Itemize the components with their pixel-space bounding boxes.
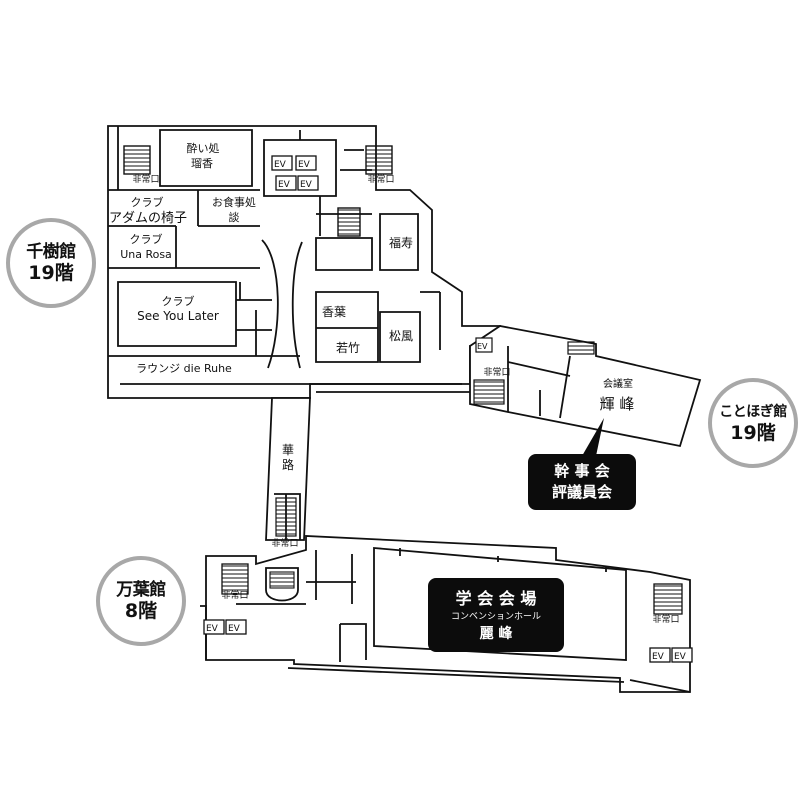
emergency-exit-label: 非常口 xyxy=(271,537,298,549)
emergency-exit-label: 非常口 xyxy=(132,173,159,185)
room-fukuju: 福寿 xyxy=(389,235,413,250)
emergency-exit-label: 非常口 xyxy=(652,613,679,625)
room-club-see-you-later-type: クラブ xyxy=(162,294,195,308)
room-shokujidokoro-type: お食事処 xyxy=(212,195,256,209)
building-badge-senju: 千樹館 19階 xyxy=(6,218,96,308)
room-kaigishitsu-name: 輝 峰 xyxy=(600,395,635,413)
callout-gakkai-name: 麗 峰 xyxy=(479,625,513,642)
emergency-exit-label: 非常口 xyxy=(221,589,248,601)
room-club-una-rosa-name: Una Rosa xyxy=(120,248,172,261)
ev-label: EV xyxy=(652,652,665,662)
building-badge-manyo: 万葉館 8階 xyxy=(96,556,186,646)
ev-label: EV xyxy=(228,624,241,634)
room-club-see-you-later-name: See You Later xyxy=(137,309,219,323)
callout-kanjikai: 幹 事 会 評議員会 xyxy=(528,454,636,510)
emergency-exit-label: 非常口 xyxy=(367,173,394,185)
building-name: 万葉館 xyxy=(116,580,166,600)
room-yoidokoro-name: 瑠香 xyxy=(191,157,213,170)
ev-label: EV xyxy=(674,652,687,662)
building-floor: 19階 xyxy=(28,262,74,284)
emergency-exit-label: 非常口 xyxy=(483,366,510,378)
room-club-adam-name: アダムの椅子 xyxy=(109,211,187,226)
room-club-una-rosa-type: クラブ xyxy=(130,232,163,246)
kotohogi-building-plan xyxy=(469,325,702,448)
callout-pointer xyxy=(582,418,604,456)
ev-label: EV xyxy=(298,160,311,170)
callout-gakkai: 学 会 会 場 コンベンションホール 麗 峰 xyxy=(428,578,564,652)
room-wakatake: 若竹 xyxy=(336,341,360,355)
corridor-hanaji-2: 路 xyxy=(282,457,294,472)
ev-label: EV xyxy=(278,180,291,190)
building-floor: 19階 xyxy=(730,422,776,444)
callout-kanjikai-line1: 幹 事 会 xyxy=(554,462,610,480)
building-name: 千樹館 xyxy=(26,242,76,262)
senju-building-plan xyxy=(107,125,501,399)
room-koyo: 香葉 xyxy=(322,305,346,319)
building-name: ことほぎ館 xyxy=(719,404,787,420)
callout-kanjikai-line2: 評議員会 xyxy=(551,483,612,501)
room-club-adam-type: クラブ xyxy=(131,195,164,209)
callout-gakkai-title: 学 会 会 場 xyxy=(455,588,537,608)
ev-label: EV xyxy=(300,180,313,190)
room-shokujidokoro-name: 談 xyxy=(229,210,240,224)
room-lounge: ラウンジ die Ruhe xyxy=(136,362,232,375)
room-yoidokoro-type: 酔い処 xyxy=(187,141,220,155)
callout-gakkai-sub: コンベンションホール xyxy=(450,611,541,622)
corridor-hanaji-1: 華 xyxy=(282,443,294,457)
room-kaigishitsu-type: 会議室 xyxy=(603,377,633,390)
room-shofu: 松風 xyxy=(389,329,413,343)
building-badge-kotohogi: ことほぎ館 19階 xyxy=(708,378,798,468)
senju-ev-cluster xyxy=(271,155,319,191)
ev-label: EV xyxy=(274,160,287,170)
ev-label: EV xyxy=(206,624,219,634)
building-floor: 8階 xyxy=(124,600,158,622)
ev-label: EV xyxy=(477,342,488,351)
